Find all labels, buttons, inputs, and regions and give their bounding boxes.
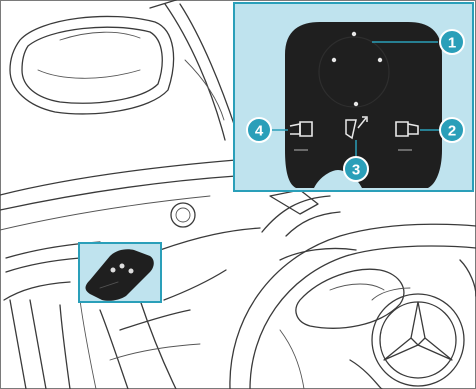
callout-2: 2 xyxy=(440,118,464,142)
callout-4-label: 4 xyxy=(255,123,264,140)
mercedes-star-logo xyxy=(372,288,464,386)
adjust-left-dot xyxy=(332,58,336,62)
adjust-right-dot xyxy=(378,58,382,62)
callout-3-label: 3 xyxy=(352,162,360,179)
switch-location-highlight xyxy=(79,243,161,302)
callout-1-label: 1 xyxy=(448,35,456,52)
adjust-down-dot xyxy=(354,102,358,106)
callout-2-label: 2 xyxy=(448,123,456,140)
side-mirror-outline xyxy=(10,16,174,114)
callout-1: 1 xyxy=(440,30,464,54)
callout-4: 4 xyxy=(247,118,271,142)
callout-3: 3 xyxy=(344,157,368,181)
adjust-up-dot xyxy=(352,32,356,36)
